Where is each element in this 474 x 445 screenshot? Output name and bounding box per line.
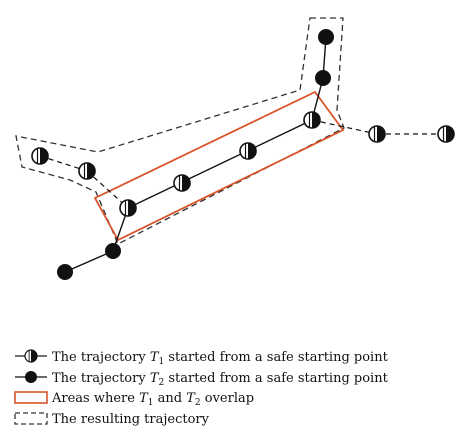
resulting-trajectory-outline [15, 17, 345, 245]
t1-edges [39, 119, 446, 209]
t1-node-4 [173, 174, 191, 192]
t2-edges [64, 36, 327, 273]
t2-nodes [57, 29, 334, 280]
t1-node-3 [119, 199, 137, 217]
legend-t1-symbol [15, 349, 47, 363]
t1-node-5 [239, 142, 257, 160]
legend-t2-label: The trajectory T2 started from a safe st… [52, 371, 389, 388]
t1-node-7 [368, 125, 386, 143]
t2-node-4 [318, 29, 334, 45]
legend: The trajectory T1 started from a safe st… [14, 349, 389, 427]
overlap-area [93, 90, 345, 242]
t1-node-8 [437, 125, 455, 143]
legend-result-label: The resulting trajectory [52, 412, 210, 427]
legend-t1-label: The trajectory T1 started from a safe st… [52, 350, 389, 367]
t2-node-3 [315, 70, 331, 86]
legend-t2-symbol [15, 371, 47, 383]
t2-node-1 [57, 264, 73, 280]
legend-overlap-label: Areas where T1 and T2 overlap [51, 391, 254, 408]
t1-node-2 [78, 162, 96, 180]
t1-node-1 [31, 147, 49, 165]
legend-overlap-symbol [14, 391, 48, 404]
t1-node-6 [303, 111, 321, 129]
legend-result-symbol [14, 412, 48, 425]
t2-node-2 [105, 243, 121, 259]
